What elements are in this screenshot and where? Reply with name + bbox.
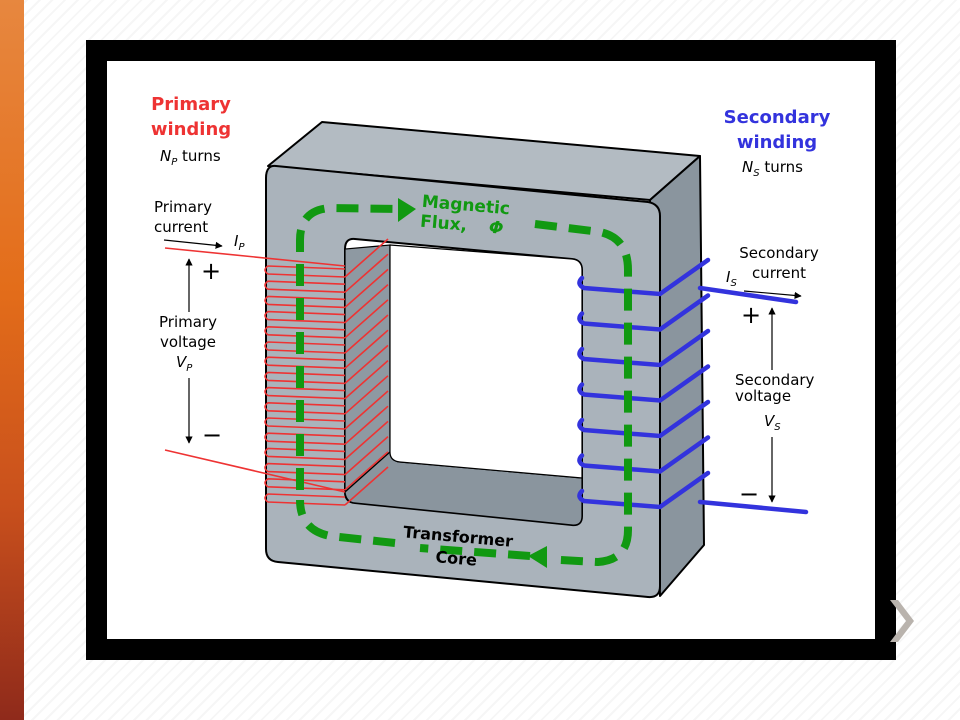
primary-coil-turn (264, 265, 346, 278)
secondary-coil-turn (577, 328, 711, 368)
primary-coil-turn (264, 371, 346, 385)
secondary-plus-sign: + (741, 301, 761, 329)
core-window-opening (389, 244, 583, 479)
primary-coil-back (344, 238, 389, 278)
flux-arrow-bottom-icon (528, 546, 547, 568)
primary-winding-title: Primary (151, 94, 231, 115)
magnetic-flux-loop (296, 198, 632, 568)
primary-coil-back (344, 420, 389, 460)
flux-symbol: Φ (488, 218, 504, 239)
primary-coil-turn (264, 295, 346, 309)
secondary-coil-turn (577, 435, 711, 474)
primary-coil-turn (264, 493, 346, 506)
secondary-coil-turn (577, 470, 711, 510)
primary-coil-turn (264, 417, 346, 430)
secondary-current-label: Secondary (739, 244, 819, 262)
transformer-core (265, 121, 705, 599)
secondary-voltage-symbol: VS (764, 412, 781, 433)
primary-coil-turn (264, 280, 346, 293)
secondary-winding-title-2: winding (737, 132, 817, 153)
left-accent-strip (0, 0, 24, 720)
primary-coil-back (344, 360, 389, 400)
measurement-arrows (163, 239, 802, 503)
secondary-voltage-label: Secondary (735, 371, 815, 389)
primary-voltage-symbol: VP (176, 353, 193, 374)
primary-current-symbol: IP (234, 232, 245, 253)
primary-current-label: Primary (154, 198, 212, 216)
primary-coil-turn (264, 432, 346, 445)
primary-turns-label: NP turns (160, 147, 221, 168)
primary-coil-back (344, 466, 389, 506)
primary-coil-turn (264, 341, 346, 354)
flux-arrow-top-icon (398, 198, 416, 222)
core-label-line2: Core (435, 547, 478, 570)
secondary-coil-turn (577, 399, 711, 439)
primary-coil-turn (264, 325, 346, 339)
secondary-turns-label: NS turns (742, 158, 803, 179)
primary-current-label-2: current (154, 218, 208, 236)
primary-coil-back (344, 344, 389, 384)
primary-coil-turn (264, 386, 346, 400)
primary-voltage-label-2: voltage (160, 333, 216, 351)
primary-coil-turn (264, 310, 346, 324)
flux-label: Magnetic Flux, Φ (419, 192, 510, 239)
secondary-voltage-label-2: voltage (735, 387, 791, 405)
primary-coil-turn (264, 477, 346, 491)
secondary-current-arrow (743, 290, 802, 300)
primary-coil-back (344, 375, 389, 415)
primary-coil-back (344, 436, 389, 476)
primary-coil-turn (264, 462, 346, 476)
primary-coil-back (344, 390, 389, 430)
flux-label-line2: Flux, (419, 212, 468, 236)
secondary-current-symbol: IS (726, 268, 737, 289)
secondary-coil-turn (577, 257, 711, 297)
primary-coil-back (344, 451, 389, 491)
primary-winding (164, 238, 389, 506)
secondary-winding-title: Secondary (724, 107, 831, 128)
primary-coil-turn (264, 447, 346, 461)
primary-coil-turn (264, 401, 346, 415)
primary-coil-back (344, 268, 389, 308)
primary-winding-title-2: winding (151, 119, 231, 140)
primary-coil-back (344, 253, 389, 293)
secondary-winding (577, 257, 809, 515)
secondary-minus-sign: − (739, 480, 759, 508)
primary-current-arrow (163, 239, 223, 249)
primary-coil-back (344, 405, 389, 445)
primary-coil-back (344, 284, 389, 324)
secondary-current-label-2: current (752, 264, 806, 282)
secondary-coil-turn (577, 293, 711, 332)
primary-plus-sign: + (201, 257, 221, 285)
next-slide-chevron-icon[interactable] (886, 596, 916, 646)
secondary-coil-turn (577, 364, 711, 403)
primary-coil-turn (264, 356, 346, 369)
primary-coil-back (344, 329, 389, 369)
primary-voltage-label: Primary (159, 313, 217, 331)
primary-coil-back (344, 299, 389, 339)
primary-coil-back (344, 314, 389, 354)
primary-minus-sign: − (202, 421, 222, 449)
